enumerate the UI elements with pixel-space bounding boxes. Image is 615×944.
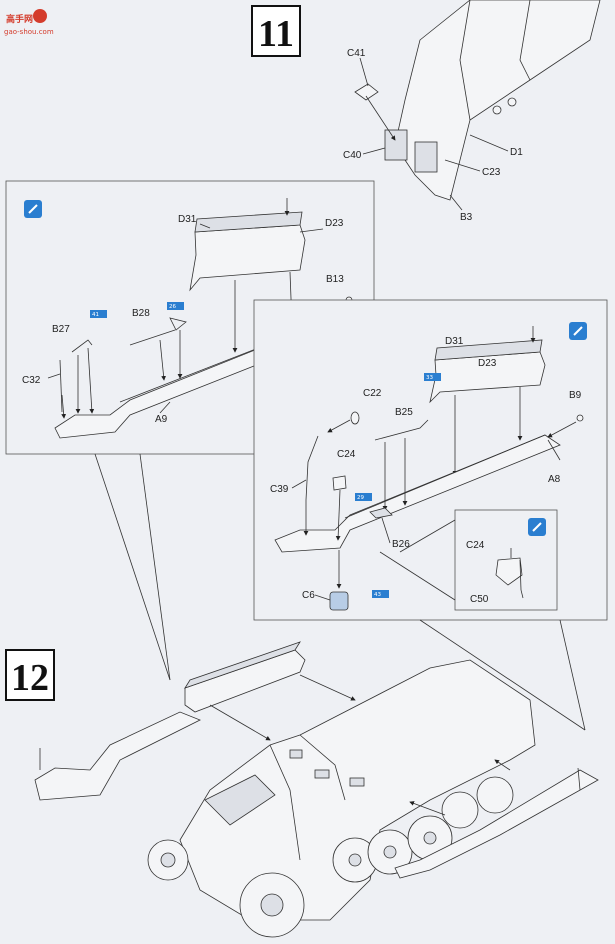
label-right-a8: A8 <box>548 474 561 485</box>
ref-badge-26: 26 <box>169 304 176 310</box>
label-right-c22: C22 <box>363 388 382 399</box>
inset-right-panel: 33 29 43 <box>253 299 608 621</box>
label-right-b25: B25 <box>395 407 413 418</box>
label-right-d31: D31 <box>445 336 464 347</box>
label-left-b28: B28 <box>132 308 150 319</box>
label-small-c50: C50 <box>470 594 489 605</box>
label-left-d31: D31 <box>178 214 197 225</box>
inset-small-panel <box>454 509 558 611</box>
ref-badge-43: 43 <box>374 592 381 598</box>
step12-vehicle-drawing <box>34 641 599 938</box>
label-right-c6: C6 <box>302 590 315 601</box>
step-11-number: 11 <box>258 13 294 55</box>
label-right-c39: C39 <box>270 484 289 495</box>
ref-badge-41: 41 <box>92 312 99 318</box>
label-c41: C41 <box>347 48 366 59</box>
label-d1: D1 <box>510 147 523 158</box>
label-b3: B3 <box>460 212 473 223</box>
watermark-url: gao-shou.com <box>4 28 54 36</box>
ref-badge-33: 33 <box>426 375 433 381</box>
step-12-box: 12 <box>5 649 55 701</box>
watermark-text: 高手网 <box>6 13 33 25</box>
step11-hull-drawing <box>354 0 601 201</box>
label-right-c24: C24 <box>337 449 356 460</box>
step-12-number: 12 <box>11 657 49 699</box>
label-left-b27: B27 <box>52 324 70 335</box>
label-left-a9: A9 <box>155 414 168 425</box>
label-left-c32: C32 <box>22 375 41 386</box>
step-11-box: 11 <box>251 5 301 57</box>
label-right-d23: D23 <box>478 358 497 369</box>
watermark-logo: 高手网 gao-shou.com <box>4 9 54 36</box>
label-right-b9: B9 <box>569 390 582 401</box>
label-right-b26: B26 <box>392 539 410 550</box>
ref-badge-29: 29 <box>357 495 364 501</box>
label-c40: C40 <box>343 150 362 161</box>
label-left-b13: B13 <box>326 274 344 285</box>
label-c23: C23 <box>482 167 501 178</box>
label-left-d23: D23 <box>325 218 344 229</box>
label-small-c24: C24 <box>466 540 485 551</box>
